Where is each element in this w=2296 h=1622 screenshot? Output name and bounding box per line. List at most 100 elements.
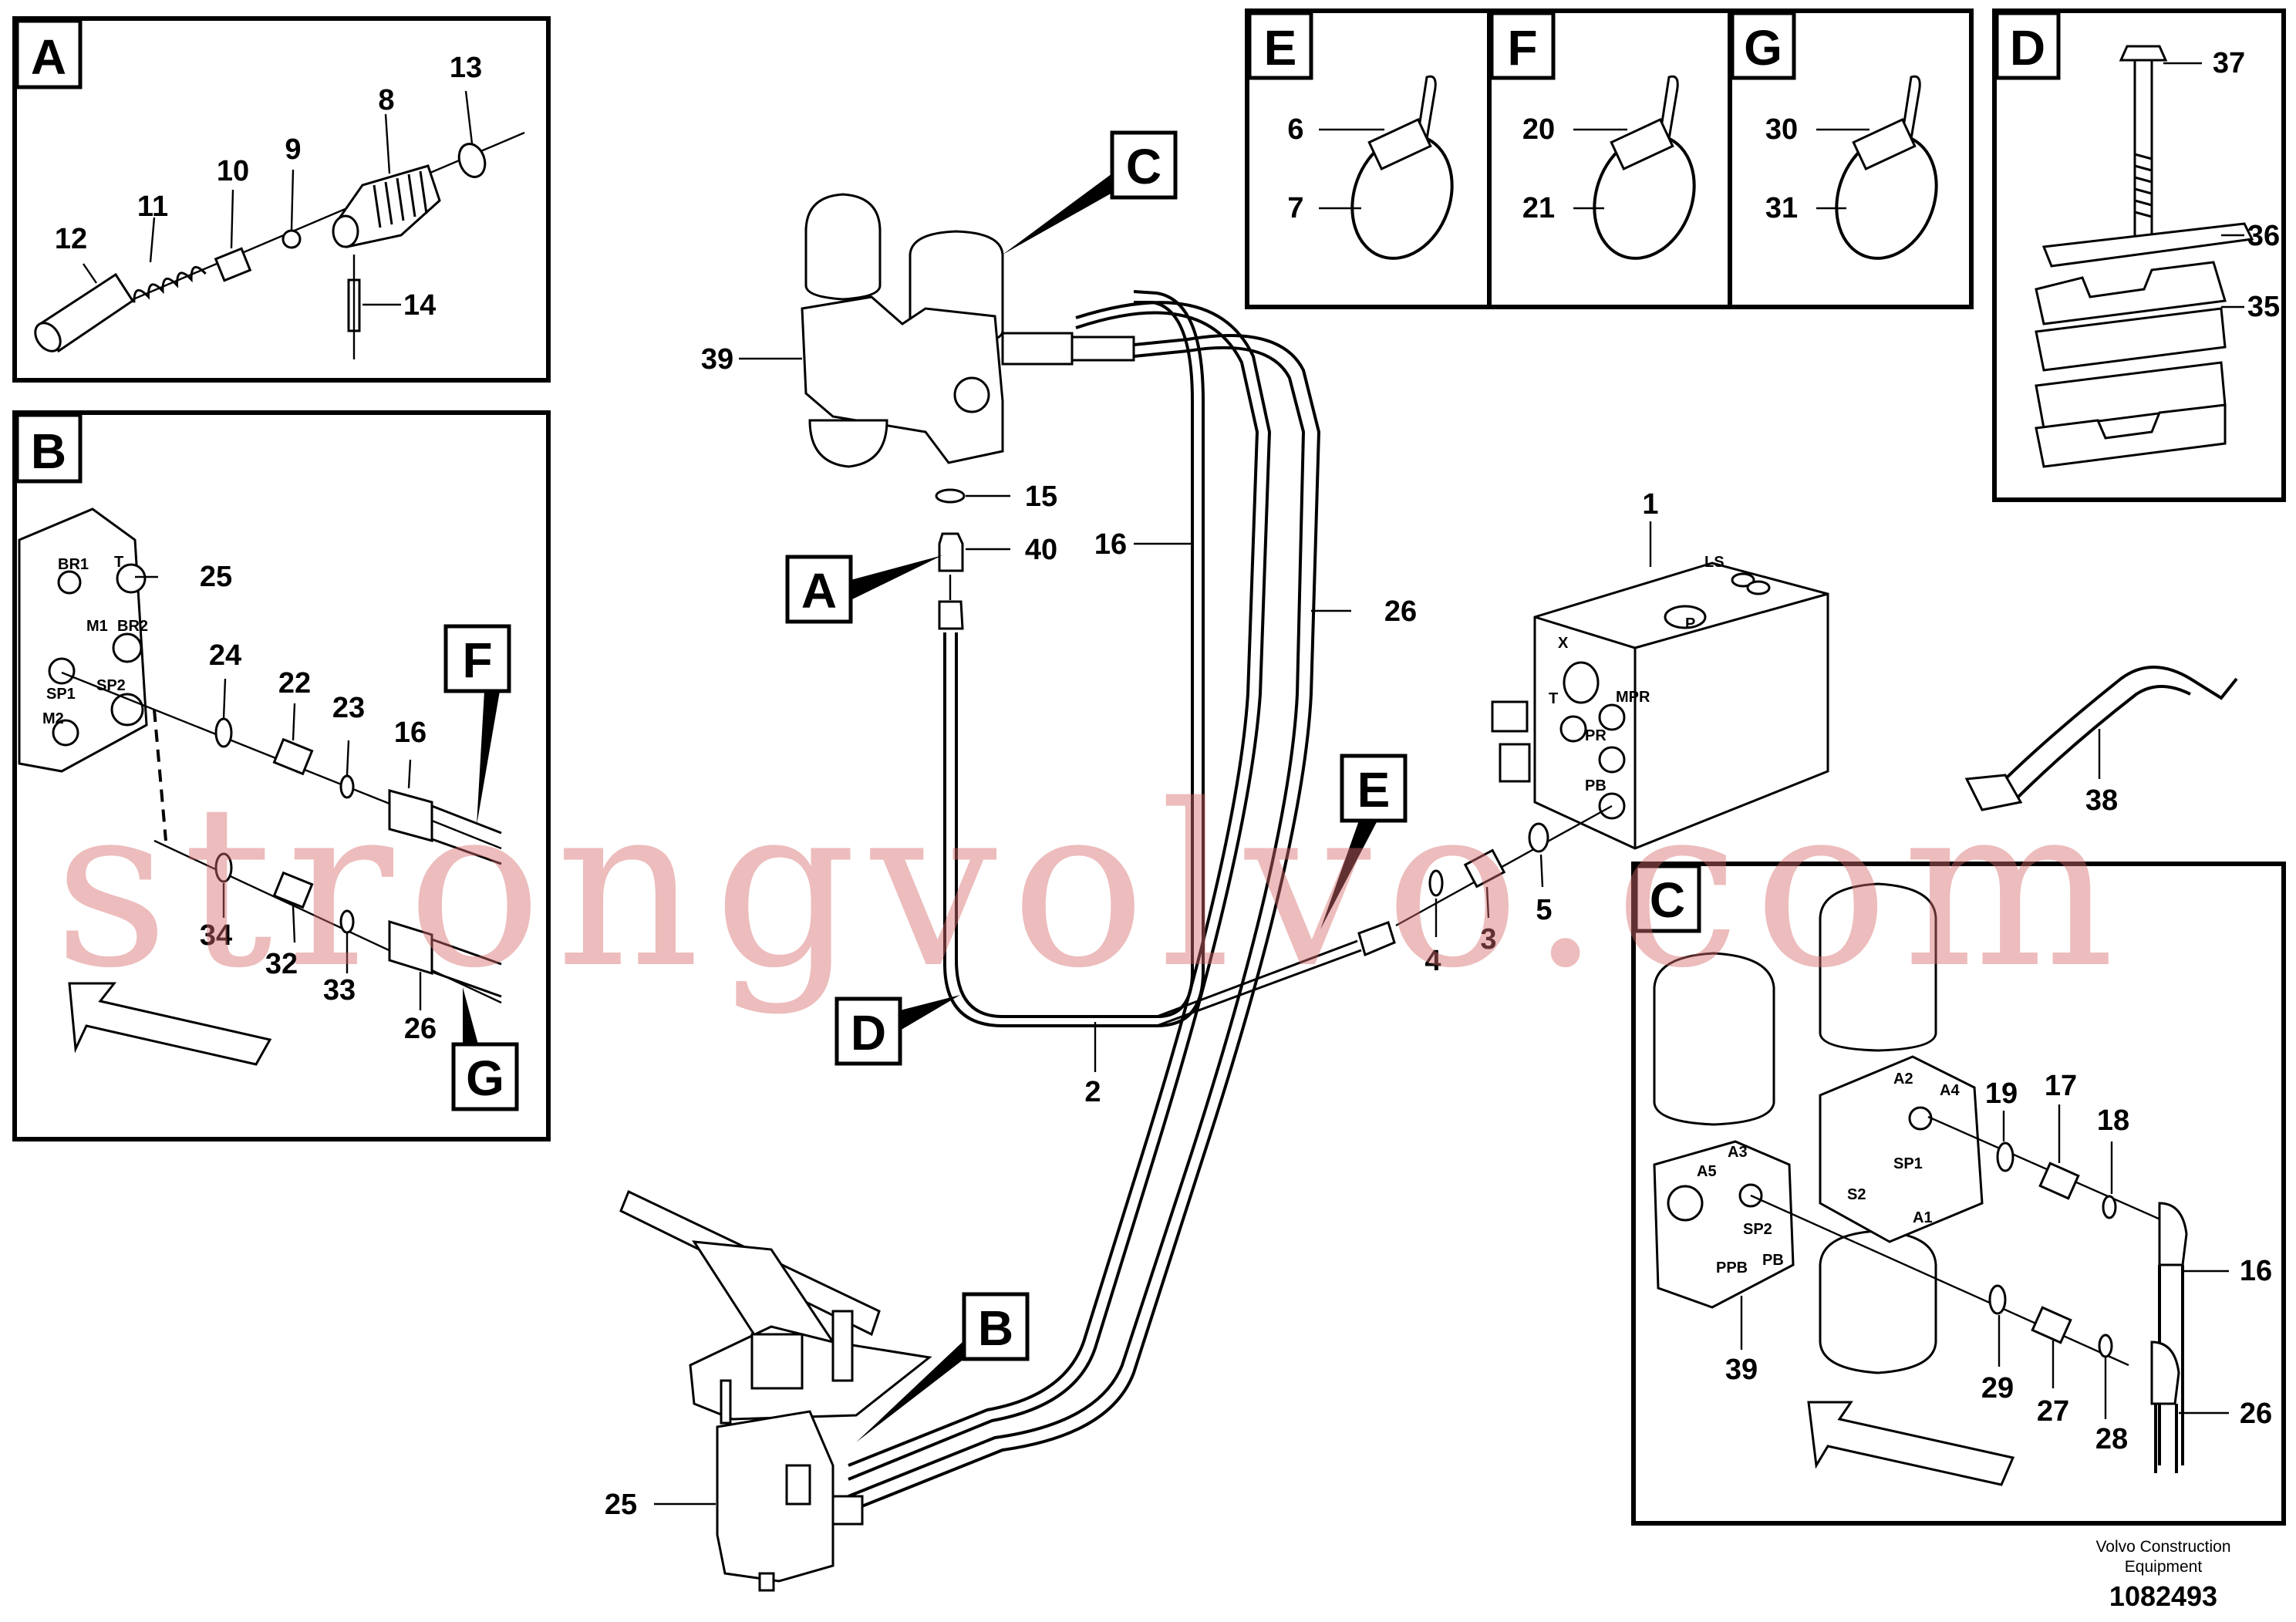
cable-tie-f [1593,75,1696,260]
label-10: 10 [217,155,249,187]
label-6: 6 [1287,113,1303,146]
label-16-main: 16 [1094,528,1127,561]
label-25-main: 25 [605,1489,637,1521]
callout-tag-g: G [466,1050,504,1106]
label-2: 2 [1084,1076,1101,1108]
label-35: 35 [2247,291,2280,323]
detail-box-b: B BR1 T M1 BR2 SP1 SP2 M2 25 [12,410,551,1141]
callout-tag-a-main: A [801,563,837,619]
brake-pedal-valve-25 [619,1189,932,1592]
port-x: X [1558,635,1569,652]
port-t-main: T [1549,690,1558,707]
detail-tag-c: C [1650,872,1685,928]
control-valve-1: X MPR T PR PB LS P [1491,554,1829,850]
port-m2: M2 [42,710,64,727]
label-37: 37 [2213,47,2245,79]
label-18: 18 [2097,1104,2129,1137]
fitting-40 [935,488,966,630]
label-3: 3 [1480,923,1496,956]
label-27: 27 [2037,1395,2069,1428]
detail-tag-f: F [1507,20,1537,76]
cable-tie-e [1350,75,1454,260]
label-28: 28 [2095,1423,2128,1455]
direction-arrow-c [1807,1401,2015,1486]
spring-part [133,265,207,303]
label-5: 5 [1536,894,1552,926]
detail-tag-b: B [31,423,66,479]
port-t-b: T [114,554,123,571]
port-p: P [1685,615,1695,632]
label-40: 40 [1025,534,1057,566]
port-sp2-c: SP2 [1743,1221,1772,1238]
label-31: 31 [1765,192,1798,224]
label-22: 22 [278,667,311,700]
label-20: 20 [1522,113,1555,146]
label-17: 17 [2045,1070,2077,1102]
port-pb-c: PB [1762,1252,1784,1269]
hoses [848,290,1396,1513]
label-4: 4 [1424,945,1441,977]
label-26-main: 26 [1384,595,1417,628]
label-24: 24 [209,639,241,672]
label-11: 11 [137,191,168,223]
label-16-b: 16 [394,717,426,749]
callout-tag-f: F [462,632,492,688]
label-7: 7 [1287,192,1303,224]
label-21: 21 [1522,192,1555,224]
label-25-b: 25 [200,561,232,593]
port-a3: A3 [1728,1144,1748,1161]
label-9: 9 [285,133,301,166]
accumulator-block-39 [801,193,1135,468]
port-br1: BR1 [58,556,89,573]
clamp-assembly-d [2035,45,2254,468]
label-14: 14 [403,289,436,322]
port-sp1-b: SP1 [46,686,76,703]
port-a2: A2 [1893,1071,1913,1088]
callout-tag-e-main: E [1357,762,1391,818]
detail-tag-d: D [2010,20,2045,76]
label-15: 15 [1025,481,1057,513]
callout-tag-b-main: B [978,1300,1013,1356]
port-sp1-c: SP1 [1893,1155,1923,1172]
port-a5: A5 [1697,1163,1717,1180]
detail-box-a: A 12 11 10 9 8 13 14 [12,16,551,383]
watermark: strongvolvo.com [54,757,2129,1017]
label-29: 29 [1981,1372,2014,1404]
detail-box-c: C A3 A5 SP2 PPB PB A2 A4 SP1 S2 A1 [1631,862,2286,1526]
direction-arrow-b [68,982,272,1066]
port-ppb: PPB [1716,1259,1748,1276]
port-br2: BR2 [117,618,148,635]
port-pr: PR [1585,727,1607,744]
label-23: 23 [332,692,365,724]
port-s2: S2 [1847,1186,1866,1203]
port-ls: LS [1704,554,1725,571]
port-mpr: MPR [1616,689,1650,706]
label-39-main: 39 [701,343,733,376]
label-26-c: 26 [2240,1398,2272,1430]
port-a1: A1 [1913,1209,1933,1226]
label-26-b: 26 [404,1013,437,1045]
footer-company-line2: Equipment [2125,1558,2203,1576]
label-38: 38 [2085,784,2118,817]
label-19: 19 [1985,1077,2018,1110]
footer-company-line1: Volvo Construction [2095,1538,2230,1556]
label-12: 12 [55,223,87,255]
strap-38 [1964,666,2238,811]
footer-doc-number: 1082493 [2109,1580,2217,1612]
detail-tag-a: A [31,29,66,85]
label-8: 8 [378,84,394,116]
label-1: 1 [1642,488,1658,521]
label-16-c: 16 [2240,1255,2272,1287]
cable-tie-g [1835,75,1938,260]
label-36: 36 [2247,220,2280,252]
label-30: 30 [1765,113,1798,146]
port-pb: PB [1585,777,1607,794]
label-33: 33 [323,974,356,1007]
detail-tag-e: E [1264,20,1297,76]
port-m1: M1 [86,618,108,635]
detail-tag-g: G [1744,20,1782,76]
label-13: 13 [450,52,482,84]
detail-boxes-top: E F G D 6 7 20 21 [1245,8,2286,502]
label-32: 32 [265,948,298,980]
